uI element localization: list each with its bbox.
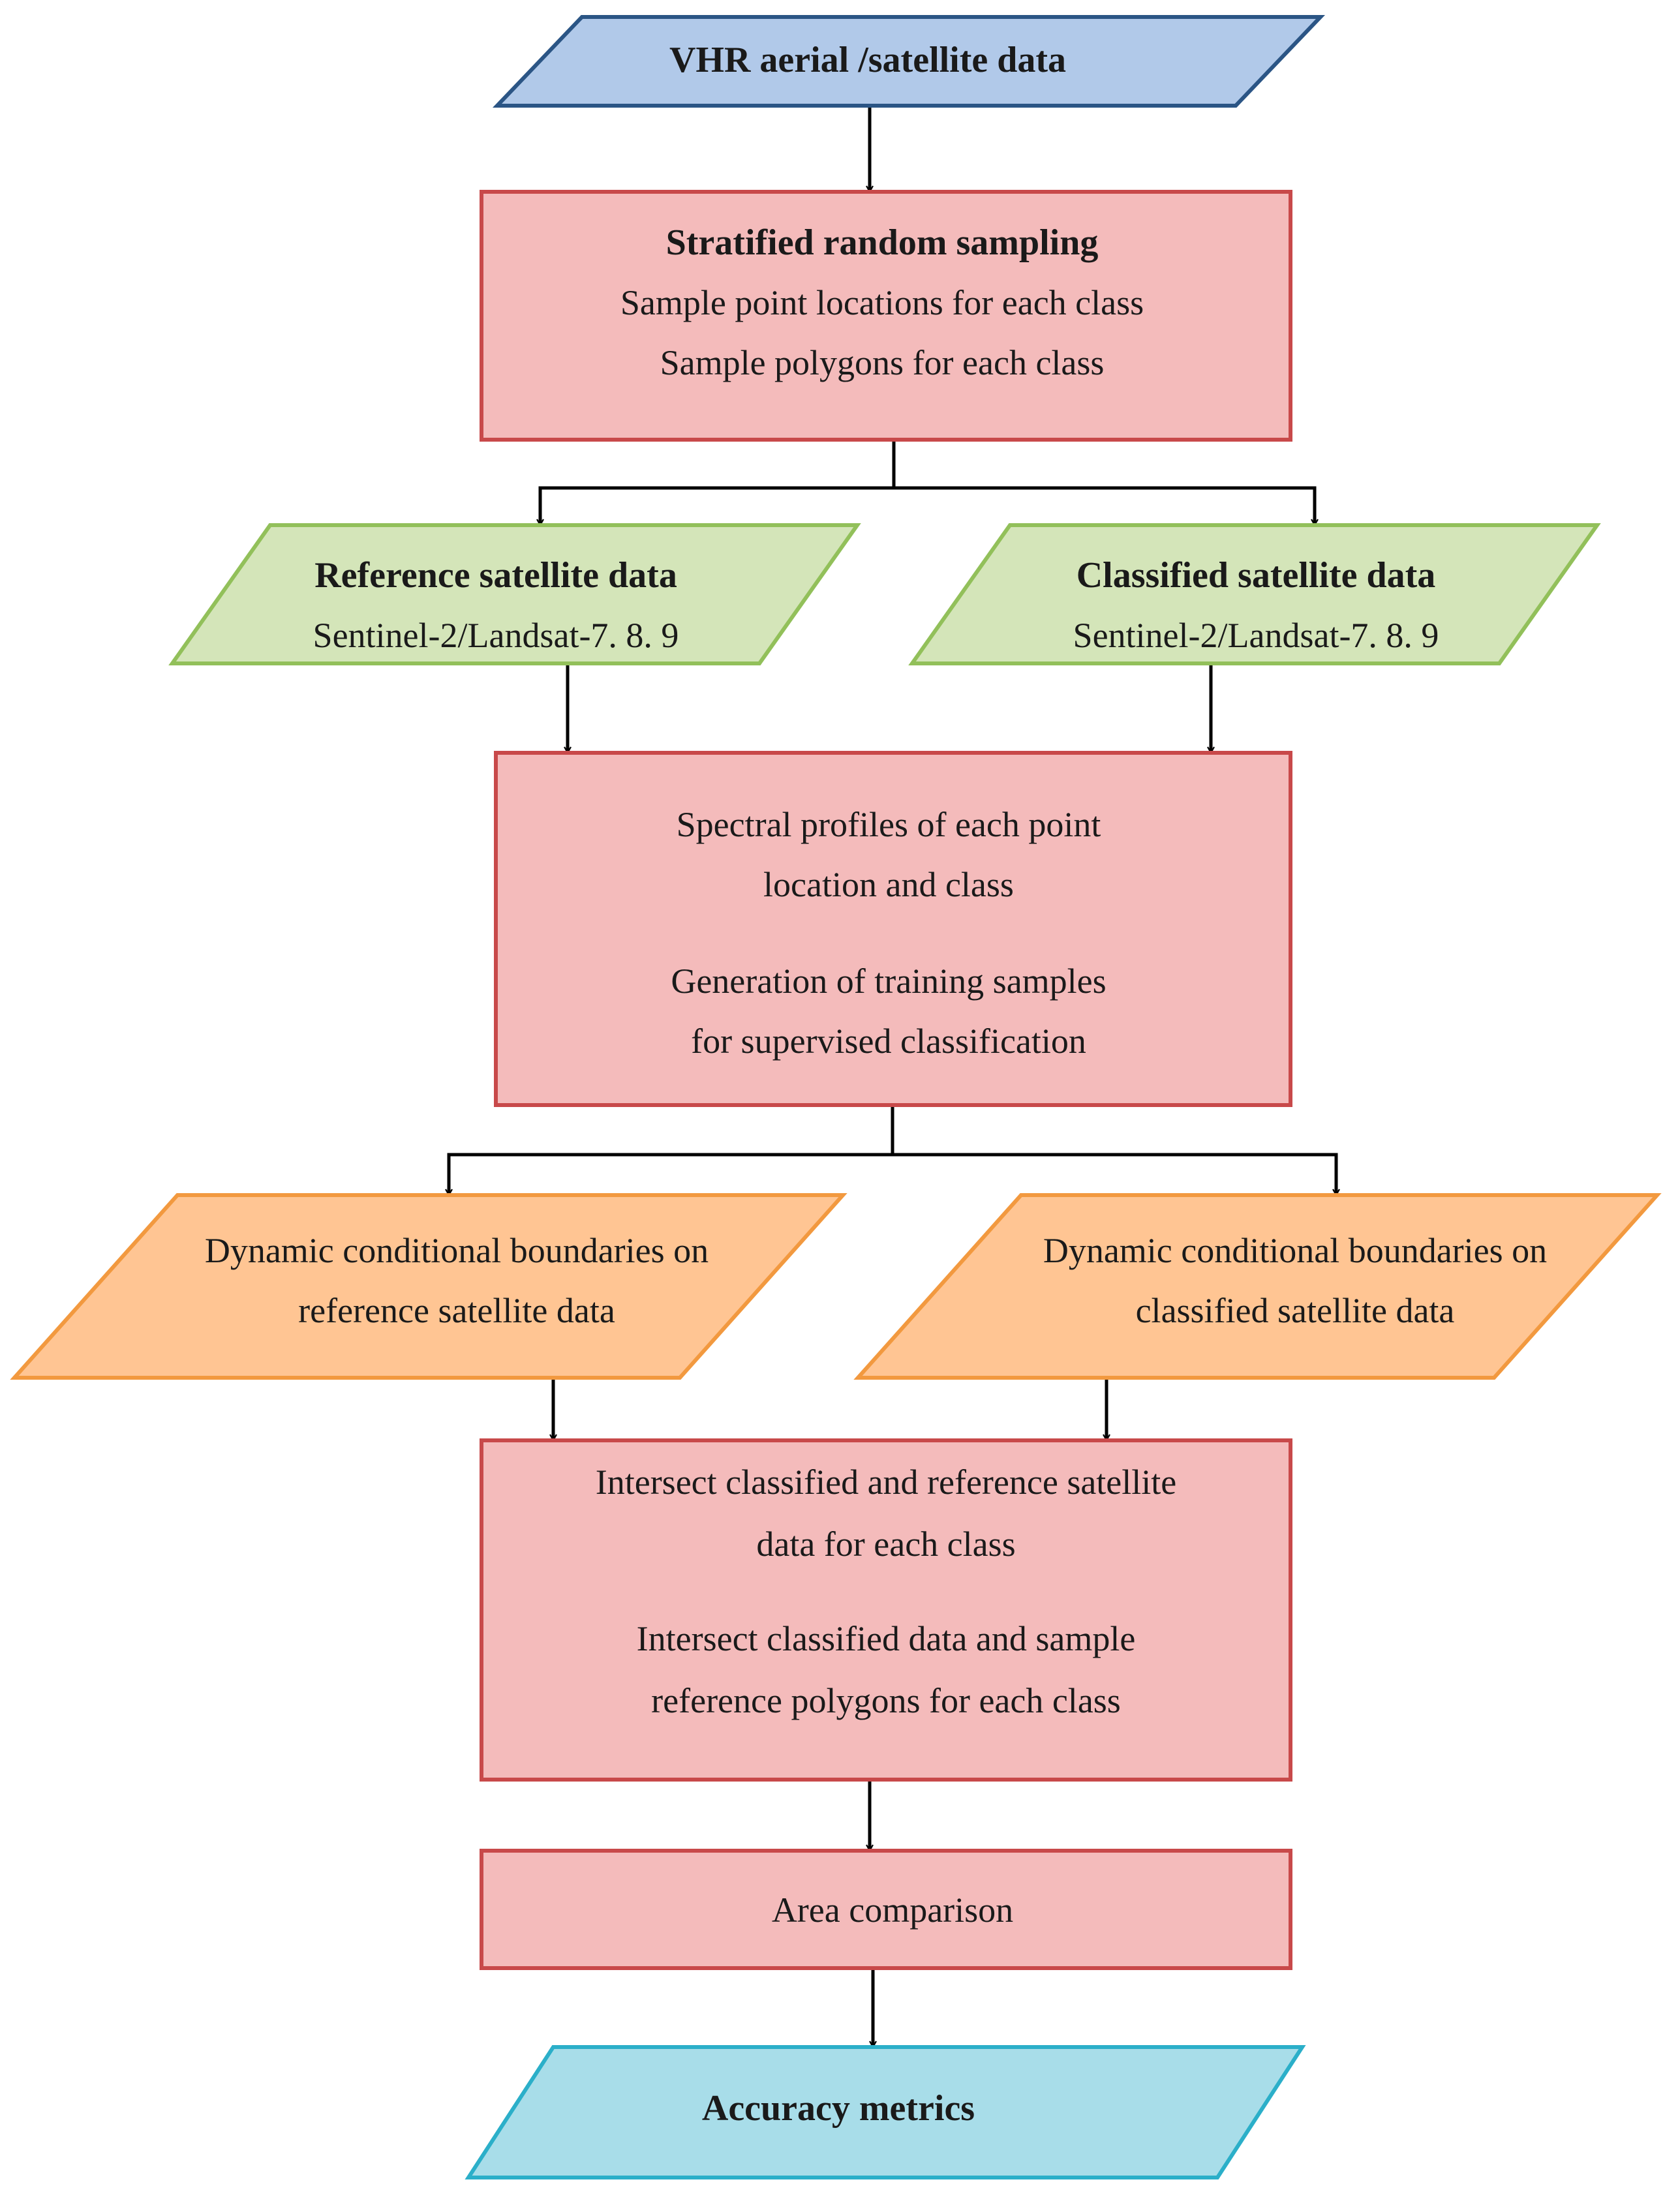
node-label-stratified-sampling-2: Sample polygons for each class <box>660 343 1105 382</box>
node-label-classified-satellite-0: Classified satellite data <box>1077 555 1436 596</box>
node-label-boundaries-reference-0: Dynamic conditional boundaries on <box>205 1231 709 1270</box>
node-label-stratified-sampling-0: Stratified random sampling <box>666 222 1099 263</box>
node-spectral-profiles: Spectral profiles of each point location … <box>494 751 1292 1107</box>
node-label-stratified-sampling-1: Sample point locations for each class <box>620 283 1144 322</box>
node-shape-stratified-sampling <box>480 190 1292 442</box>
arrow-spectral-profiles-to-boundaries-classified <box>893 1153 1336 1195</box>
arrow-spectral-profiles-to-boundaries-reference <box>449 1105 894 1195</box>
arrow-stratified-sampling-to-reference-satellite <box>540 440 896 525</box>
node-label-spectral-profiles-1: location and class <box>763 865 1014 904</box>
node-intersect: Intersect classified and reference satel… <box>480 1438 1292 1782</box>
node-shape-area-comparison <box>480 1849 1292 1970</box>
node-label-intersect-2: Intersect classified data and sample <box>637 1619 1136 1658</box>
node-shape-reference-satellite <box>168 523 861 665</box>
node-boundaries-classified: Dynamic conditional boundaries on classif… <box>853 1193 1662 1380</box>
node-shape-classified-satellite <box>908 523 1601 665</box>
node-label-spectral-profiles-3: for supervised classification <box>691 1022 1086 1061</box>
node-classified-satellite: Classified satellite dataSentinel-2/Land… <box>908 523 1601 665</box>
node-label-area-comparison-0: Area comparison <box>772 1890 1013 1930</box>
node-label-intersect-1: data for each class <box>756 1525 1015 1564</box>
node-label-boundaries-classified-0: Dynamic conditional boundaries on <box>1043 1231 1547 1270</box>
node-vhr-data: VHR aerial /satellite data <box>492 15 1326 108</box>
node-label-intersect-0: Intersect classified and reference satel… <box>596 1463 1177 1502</box>
edges-layer <box>449 106 1336 2047</box>
node-label-spectral-profiles-2: Generation of training samples <box>671 962 1106 1001</box>
node-shape-accuracy-metrics <box>465 2045 1306 2179</box>
node-area-comparison: Area comparison <box>480 1849 1292 1970</box>
node-label-classified-satellite-1: Sentinel-2/Landsat-7. 8. 9 <box>1073 616 1439 655</box>
node-shape-intersect <box>480 1438 1292 1782</box>
node-label-reference-satellite-0: Reference satellite data <box>314 555 677 596</box>
node-shape-boundaries-classified <box>853 1193 1662 1380</box>
arrow-stratified-sampling-to-classified-satellite <box>894 486 1315 525</box>
node-shape-vhr-data <box>492 15 1326 108</box>
node-label-reference-satellite-1: Sentinel-2/Landsat-7. 8. 9 <box>313 616 679 655</box>
node-shape-boundaries-reference <box>10 1193 848 1380</box>
node-label-intersect-3: reference polygons for each class <box>651 1681 1121 1720</box>
node-reference-satellite: Reference satellite dataSentinel-2/Lands… <box>168 523 861 665</box>
node-accuracy-metrics: Accuracy metrics <box>465 2045 1306 2179</box>
node-label-boundaries-classified-1: classified satellite data <box>1136 1291 1455 1330</box>
node-label-spectral-profiles-0: Spectral profiles of each point <box>677 805 1101 844</box>
node-boundaries-reference: Dynamic conditional boundaries on referen… <box>10 1193 848 1380</box>
node-label-vhr-data-0: VHR aerial /satellite data <box>669 40 1066 80</box>
node-label-boundaries-reference-1: reference satellite data <box>298 1291 615 1330</box>
node-label-accuracy-metrics-0: Accuracy metrics <box>702 2088 975 2129</box>
node-shape-spectral-profiles <box>494 751 1292 1107</box>
